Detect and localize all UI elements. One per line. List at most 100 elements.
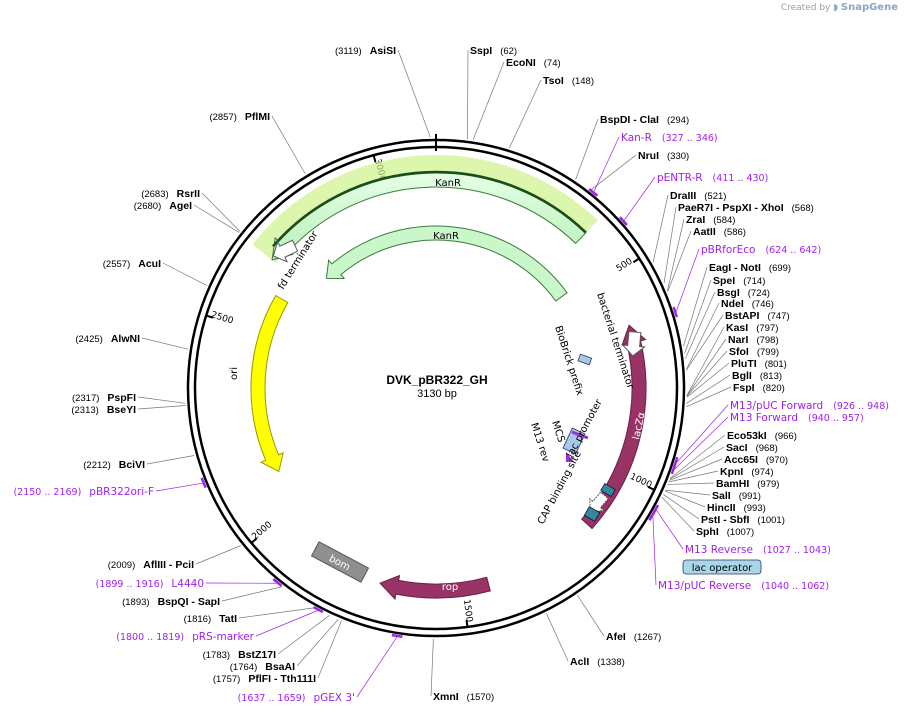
restriction-site-label[interactable]: XmnI(1570) [433, 691, 494, 703]
restriction-site-label[interactable]: BglI(813) [732, 370, 782, 382]
primer-leader-line [675, 248, 700, 312]
primer-label[interactable]: (1899 .. 1916)L4440 [96, 578, 204, 590]
m13-rev-arrow[interactable] [566, 452, 574, 462]
restriction-site-label[interactable]: PaeR7I - PspXI - XhoI(568) [678, 202, 814, 214]
restriction-site-label[interactable]: FspI(820) [733, 382, 785, 394]
restriction-site-label[interactable]: BspDI - ClaI(294) [600, 114, 689, 126]
restriction-site-label[interactable]: KasI(797) [726, 322, 778, 334]
restriction-site-label[interactable]: AfeI(1267) [606, 631, 661, 643]
primer-label[interactable]: (1637 .. 1659)pGEX 3' [238, 692, 355, 704]
ori-arc[interactable] [250, 294, 289, 473]
restriction-site-label[interactable]: PluTI(801) [731, 358, 787, 370]
primer-mark[interactable] [670, 463, 677, 475]
restriction-site-label[interactable]: BstAPI(747) [725, 310, 790, 322]
credit-prefix: Created by [780, 3, 831, 13]
primer-mark[interactable] [272, 578, 283, 587]
biobrick-prefix-box[interactable] [577, 353, 593, 366]
restriction-site-label[interactable]: (2009)AflIII - PciI [108, 559, 194, 571]
restriction-site-label[interactable]: SalI(991) [712, 490, 761, 502]
primer-label[interactable]: pBRforEco(624 .. 642) [701, 244, 821, 256]
site-position: (1757) [213, 674, 240, 685]
site-position: (586) [724, 227, 746, 238]
primer-mark[interactable] [588, 188, 599, 197]
primer-mark[interactable] [672, 306, 678, 318]
site-name: DraIII [670, 190, 696, 202]
restriction-site-label[interactable]: SphI(1007) [696, 526, 754, 538]
restriction-site-label[interactable]: SfoI(799) [729, 346, 779, 358]
restriction-site-label[interactable]: SacI(968) [726, 442, 778, 454]
primer-mark[interactable] [200, 477, 207, 489]
primer-label[interactable]: M13 Forward(940 .. 957) [730, 412, 864, 424]
restriction-site-label[interactable]: AatII(586) [693, 226, 746, 238]
primer-range: (1899 .. 1916) [96, 579, 164, 590]
primer-leader-line [356, 636, 398, 698]
fd-terminator[interactable] [269, 236, 300, 266]
restriction-site-label[interactable]: DraIII(521) [670, 190, 726, 202]
lac-operator-tag[interactable]: lac operator [682, 559, 762, 575]
site-position: (993) [744, 503, 766, 514]
site-position: (568) [792, 203, 814, 214]
restriction-site-label[interactable]: BamHI(979) [716, 478, 779, 490]
site-position: (724) [748, 288, 770, 299]
site-name: SalI [712, 490, 731, 502]
primer-label[interactable]: pENTR-R(411 .. 430) [657, 172, 768, 184]
bacterial-terminator[interactable] [621, 330, 646, 357]
restriction-site-label[interactable]: (1757)PflFI - Tth111I [213, 673, 316, 685]
bom-feature[interactable]: bom [310, 541, 370, 583]
restriction-site-label[interactable]: Eco53kI(966) [727, 430, 797, 442]
primer-label[interactable]: (2150 .. 2169)pBR322ori-F [13, 486, 154, 498]
primer-label[interactable]: Kan-R(327 .. 346) [621, 132, 718, 144]
primer-mark[interactable] [618, 216, 628, 226]
primer-label[interactable]: (1800 .. 1819)pRS-marker [116, 631, 254, 643]
restriction-site-label[interactable]: (2313)BseYI [71, 404, 136, 416]
restriction-site-label[interactable]: EcoNI(74) [506, 57, 561, 69]
site-leader-line [590, 154, 637, 191]
site-position: (1338) [597, 657, 624, 668]
restriction-site-label[interactable]: ZraI(584) [686, 214, 735, 226]
kanr-inner-arc[interactable] [325, 225, 568, 302]
restriction-site-label[interactable]: (2683)RsrII [141, 188, 200, 200]
restriction-site-label[interactable]: BsgI(724) [717, 287, 770, 299]
restriction-site-label[interactable]: NarI(798) [728, 334, 779, 346]
restriction-site-label[interactable]: (3119)AsiSI [335, 45, 396, 57]
restriction-site-label[interactable]: (2557)AcuI [103, 258, 161, 270]
primer-leader-line [674, 416, 729, 470]
site-position: (62) [500, 46, 517, 57]
restriction-site-label[interactable]: PstI - SbfI(1001) [701, 514, 785, 526]
primer-mark[interactable] [312, 605, 324, 614]
lac-operator-box[interactable] [600, 482, 616, 498]
site-position: (714) [743, 276, 765, 287]
primer-mark[interactable] [648, 510, 656, 521]
restriction-site-label[interactable]: AclI(1338) [570, 656, 625, 668]
restriction-site-label[interactable]: (2680)AgeI [134, 200, 192, 212]
restriction-site-label[interactable]: EagI - NotI(699) [709, 262, 791, 274]
restriction-site-label[interactable]: (2317)PspFI [72, 392, 136, 404]
restriction-site-label[interactable]: (1816)TatI [184, 613, 237, 625]
rop-arc[interactable] [379, 574, 491, 601]
site-leader-line [669, 434, 726, 479]
primer-mark[interactable] [391, 633, 403, 638]
site-position: (799) [757, 347, 779, 358]
lac-promoter[interactable] [583, 490, 611, 518]
restriction-site-label[interactable]: NdeI(746) [721, 298, 774, 310]
restriction-site-label[interactable]: TsoI(148) [543, 75, 594, 87]
site-name: AlwNI [111, 333, 140, 345]
site-leader-line [195, 545, 241, 565]
restriction-site-label[interactable]: NruI(330) [638, 150, 689, 162]
restriction-site-label[interactable]: (2425)AlwNI [75, 333, 140, 345]
primer-label[interactable]: M13 Reverse(1027 .. 1043) [685, 544, 831, 556]
restriction-site-label[interactable]: (2857)PflMI [209, 111, 270, 123]
restriction-site-label[interactable]: KpnI(974) [720, 466, 774, 478]
primer-label[interactable]: M13/pUC Reverse(1040 .. 1062) [658, 580, 829, 592]
restriction-site-label[interactable]: SpeI(714) [713, 275, 765, 287]
site-leader-line [686, 362, 730, 398]
restriction-site-label[interactable]: SspI(62) [470, 45, 517, 57]
restriction-site-label[interactable]: (1764)BsaAI [230, 661, 295, 673]
restriction-site-label[interactable]: (1893)BspQI - SapI [122, 596, 220, 608]
primer-label[interactable]: M13/pUC Forward(926 .. 948) [730, 400, 889, 412]
restriction-site-label[interactable]: (1783)BstZ17I [203, 649, 276, 661]
restriction-site-label[interactable]: Acc65I(970) [724, 454, 788, 466]
cap-binding-site-box[interactable] [583, 506, 601, 522]
restriction-site-label[interactable]: HincII(993) [707, 502, 766, 514]
restriction-site-label[interactable]: (2212)BciVI [83, 459, 145, 471]
